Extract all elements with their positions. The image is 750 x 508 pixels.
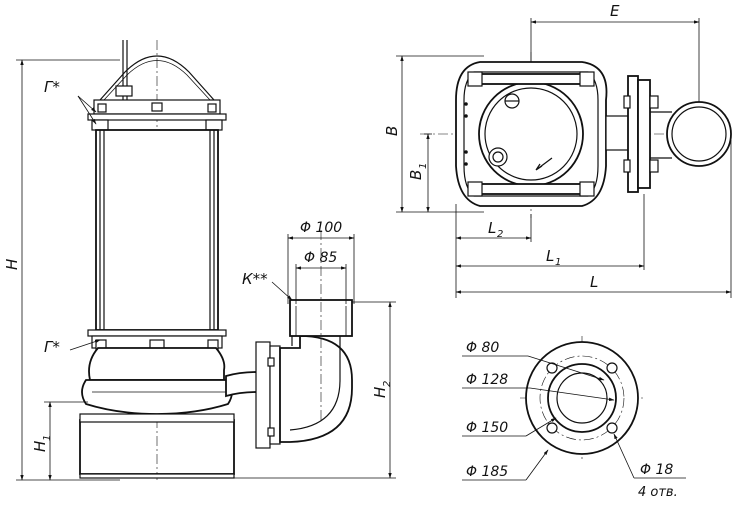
label-d80: Φ 80 — [466, 340, 499, 356]
label-holes: 4 отв. — [638, 485, 678, 500]
label-L1-sub: 1 — [555, 257, 561, 268]
top-view: E B B 1 L 2 L 1 L — [383, 2, 732, 298]
label-L: L — [590, 273, 598, 291]
label-k: К** — [242, 270, 268, 288]
label-B1-sub: 1 — [418, 163, 429, 169]
label-H1: H — [31, 441, 49, 452]
label-H: H — [3, 259, 21, 270]
label-L2: L — [488, 219, 496, 237]
label-gamma-top: Г* — [44, 78, 60, 96]
label-H1-sub: 1 — [42, 435, 53, 441]
label-d100: Φ 100 — [300, 220, 342, 236]
label-d128: Φ 128 — [466, 372, 508, 388]
label-B: B — [383, 126, 401, 136]
label-H2: H — [371, 387, 389, 398]
label-L1: L — [546, 247, 554, 265]
label-E: E — [610, 2, 620, 20]
label-d85: Φ 85 — [304, 250, 337, 266]
flange-view: Φ 80 Φ 128 Φ 150 Φ 185 Φ 18 4 отв. — [462, 336, 686, 500]
label-d185: Φ 185 — [466, 464, 508, 480]
label-H2-sub: 2 — [382, 381, 393, 387]
label-gamma-bottom: Г* — [44, 338, 60, 356]
label-L2-sub: 2 — [497, 229, 503, 240]
label-B1: B — [407, 170, 425, 180]
label-d18: Φ 18 — [640, 462, 673, 478]
side-view: Г* Г* К** Φ 100 Φ 85 H H 1 H 2 — [3, 40, 396, 481]
label-d150: Φ 150 — [466, 420, 508, 436]
